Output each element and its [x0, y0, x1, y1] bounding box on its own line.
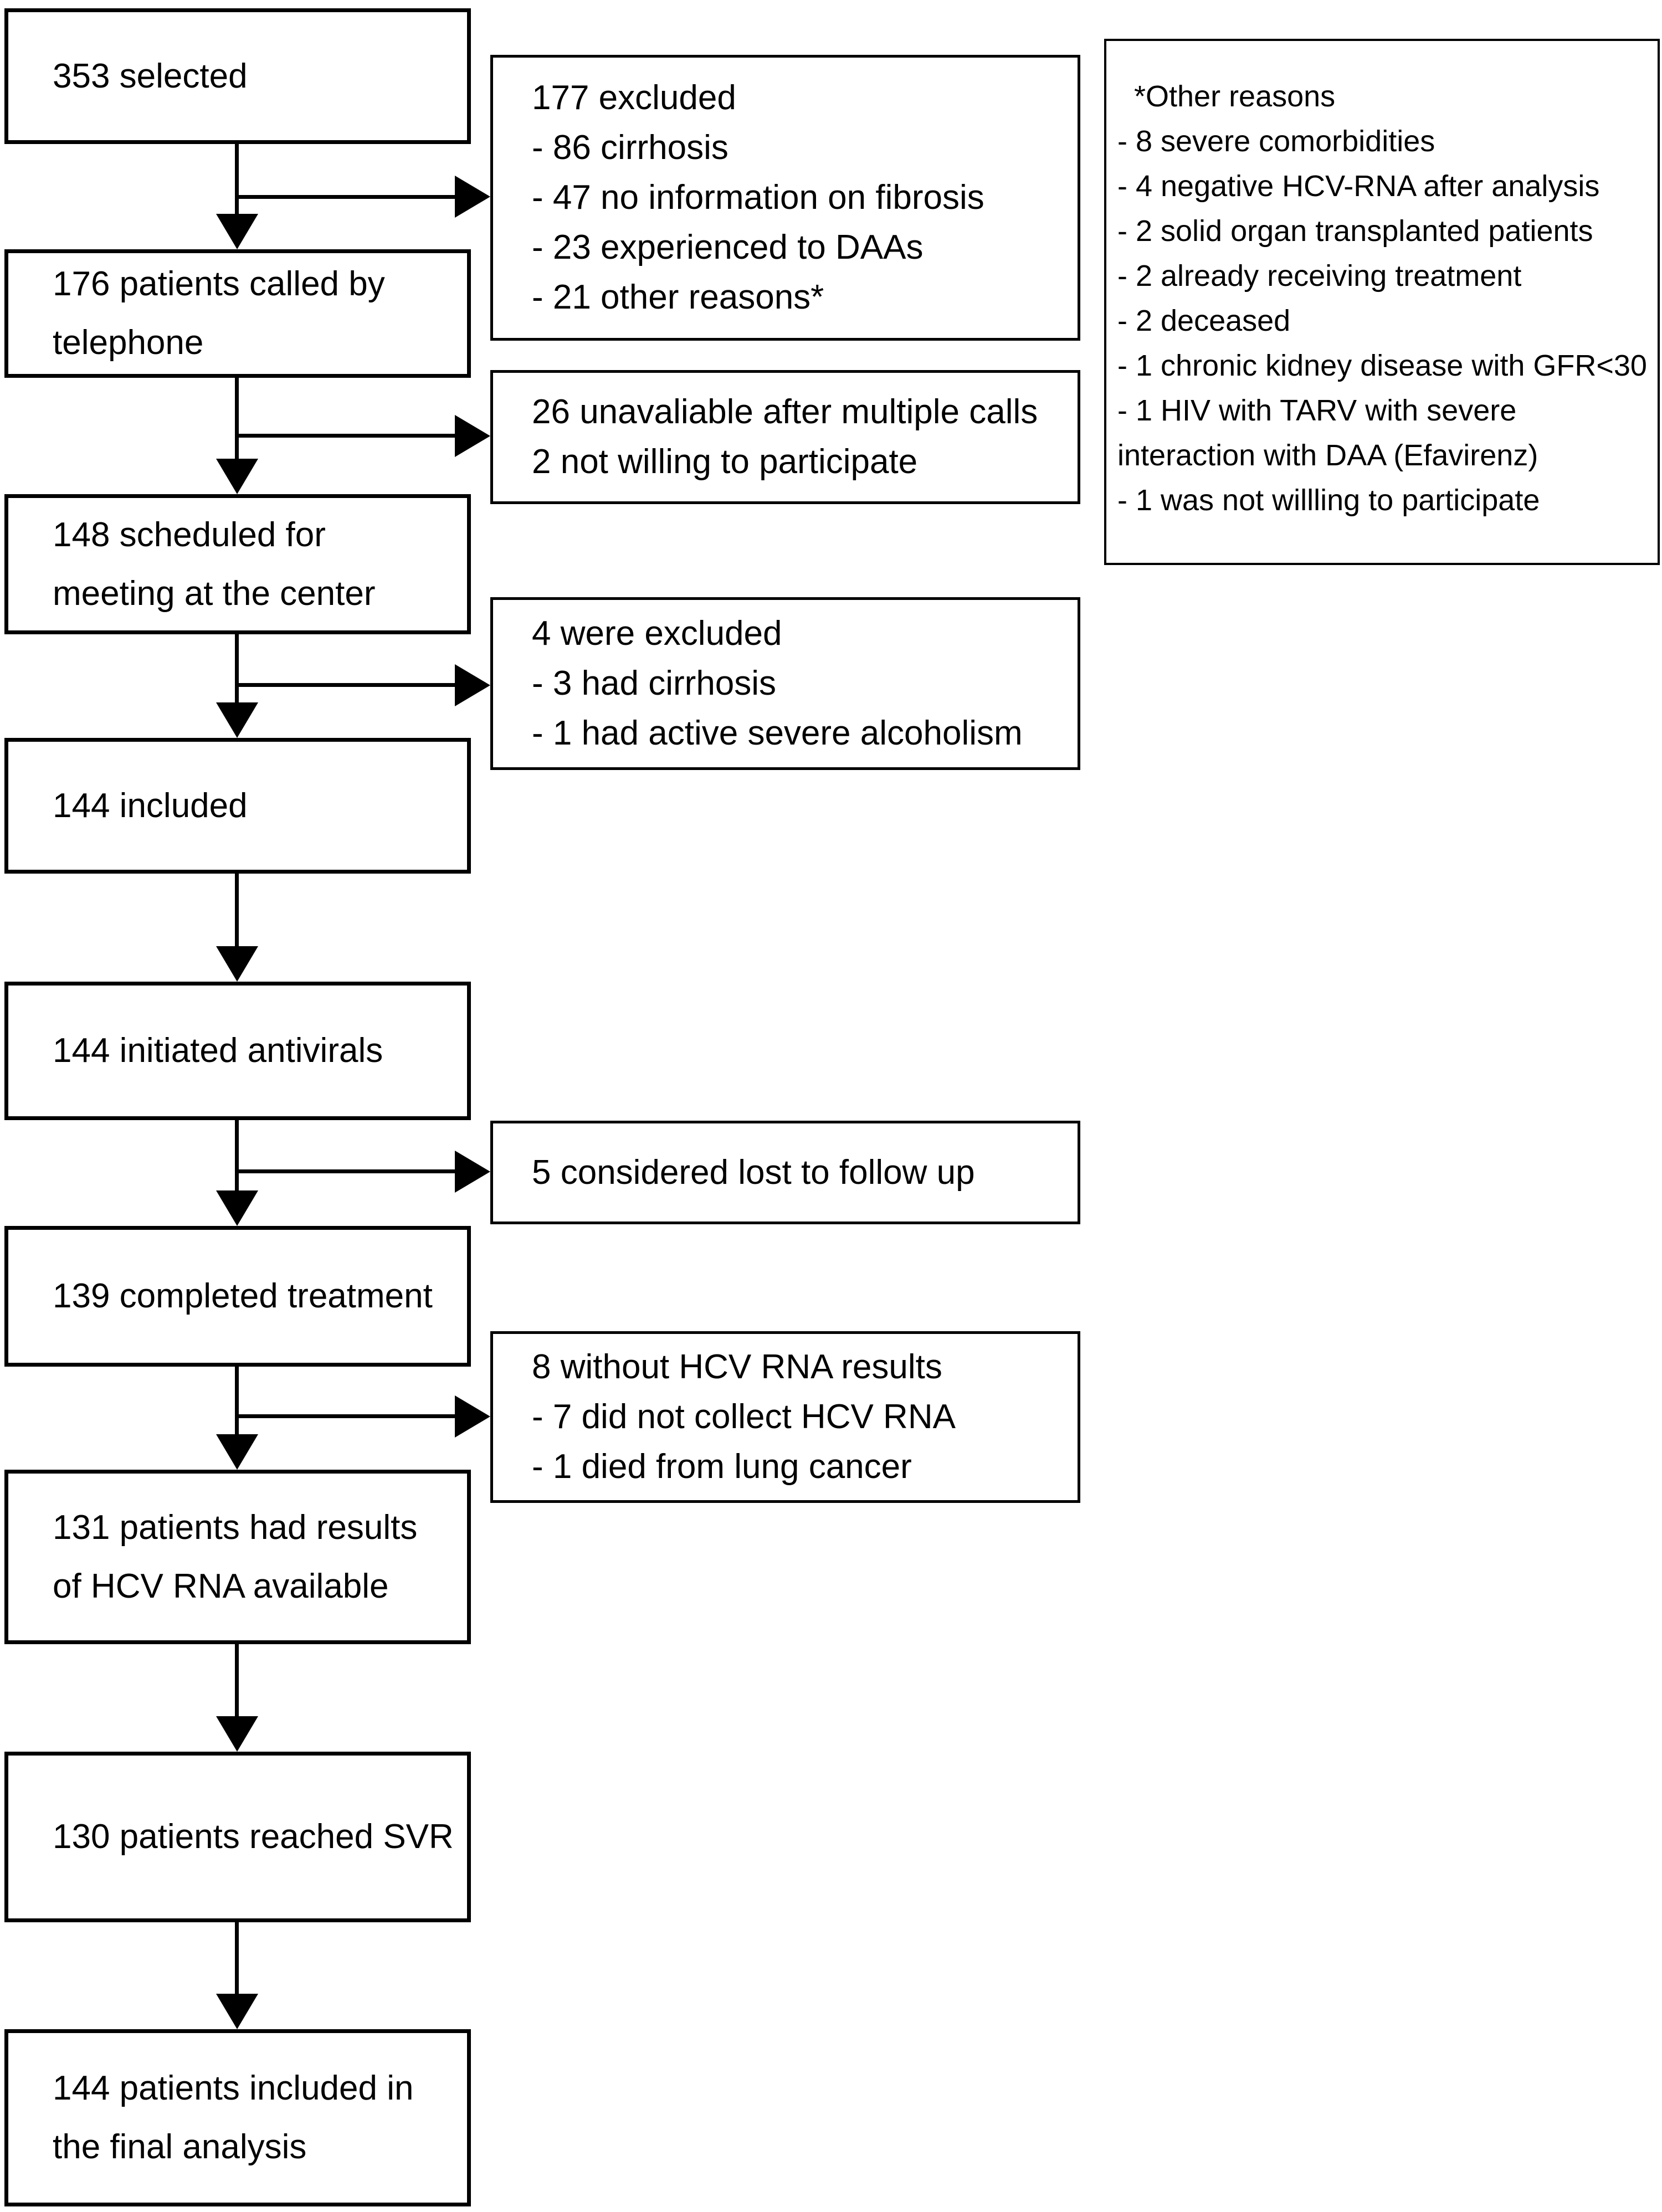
- box-text-line: telephone: [53, 324, 204, 362]
- flow-box-131-hcv-rna-available: 131 patients had results of HCV RNA avai…: [4, 1470, 471, 1644]
- box-text-line: - 86 cirrhosis: [532, 129, 729, 167]
- arrowhead-down-icon: [216, 1190, 258, 1226]
- box-text-line: - 47 no information on fibrosis: [532, 178, 984, 217]
- branch-line: [237, 1414, 455, 1418]
- note-text-line: - 2 deceased: [1117, 304, 1291, 337]
- box-text-line: - 7 did not collect HCV RNA: [532, 1398, 956, 1436]
- flow-box-144-initiated-antivirals: 144 initiated antivirals: [4, 982, 471, 1120]
- note-text-line: interaction with DAA (Efavirenz): [1117, 439, 1538, 472]
- arrowhead-down-icon: [216, 1994, 258, 2029]
- box-text-line: 130 patients reached SVR: [53, 1818, 454, 1856]
- arrowhead-down-icon: [216, 702, 258, 738]
- arrowhead-right-icon: [455, 664, 490, 706]
- arrowhead-down-icon: [216, 1434, 258, 1470]
- note-box-other-reasons: *Other reasons - 8 severe comorbidities …: [1104, 39, 1660, 565]
- note-text-line: - 1 was not willling to participate: [1117, 484, 1540, 517]
- note-text-line: - 2 already receiving treatment: [1117, 259, 1522, 292]
- connector-line: [235, 873, 239, 946]
- note-text-line: *Other reasons: [1134, 80, 1336, 113]
- box-text-line: 2 not willing to participate: [532, 443, 918, 481]
- box-text-line: - 23 experienced to DAAs: [532, 228, 924, 266]
- box-text-line: 144 included: [53, 786, 248, 825]
- connector-line: [235, 633, 239, 702]
- flow-box-144-included: 144 included: [4, 738, 471, 874]
- side-box-177-excluded: 177 excluded - 86 cirrhosis - 47 no info…: [490, 55, 1080, 341]
- flow-box-176-called-by-telephone: 176 patients called by telephone: [4, 249, 471, 378]
- connector-line: [235, 1921, 239, 1994]
- arrowhead-right-icon: [455, 1395, 490, 1438]
- box-text-line: 4 were excluded: [532, 614, 782, 653]
- box-text-line: - 1 died from lung cancer: [532, 1448, 912, 1486]
- connector-line: [235, 377, 239, 459]
- note-text-line: - 2 solid organ transplanted patients: [1117, 214, 1593, 248]
- box-text-line: the final analysis: [53, 2128, 307, 2166]
- flow-box-139-completed-treatment: 139 completed treatment: [4, 1226, 471, 1367]
- branch-line: [237, 1169, 455, 1173]
- arrowhead-right-icon: [455, 176, 490, 218]
- connector-line: [235, 1119, 239, 1190]
- arrowhead-right-icon: [455, 415, 490, 457]
- box-text-line: 176 patients called by: [53, 265, 385, 303]
- side-box-4-were-excluded: 4 were excluded - 3 had cirrhosis - 1 ha…: [490, 597, 1080, 770]
- side-box-26-unavailable: 26 unavaliable after multiple calls 2 no…: [490, 370, 1080, 504]
- branch-line: [237, 195, 455, 199]
- box-text-line: 144 patients included in: [53, 2069, 414, 2107]
- branch-line: [237, 434, 455, 438]
- box-text-line: 8 without HCV RNA results: [532, 1348, 942, 1386]
- box-text-line: 353 selected: [53, 57, 248, 95]
- arrowhead-down-icon: [216, 459, 258, 494]
- branch-line: [237, 683, 455, 687]
- note-text-line: - 1 chronic kidney disease with GFR<30: [1117, 349, 1647, 382]
- box-text-line: 177 excluded: [532, 79, 736, 117]
- arrowhead-down-icon: [216, 946, 258, 982]
- box-text-line: 131 patients had results: [53, 1508, 418, 1547]
- box-text-line: 148 scheduled for: [53, 515, 326, 554]
- note-text-line: - 1 HIV with TARV with severe: [1117, 394, 1517, 427]
- box-text-line: - 21 other reasons*: [532, 278, 824, 316]
- note-text-line: - 4 negative HCV-RNA after analysis: [1117, 170, 1600, 203]
- box-text-line: 5 considered lost to follow up: [532, 1153, 975, 1192]
- arrowhead-right-icon: [455, 1151, 490, 1193]
- box-text-line: 144 initiated antivirals: [53, 1031, 383, 1070]
- box-text-line: - 3 had cirrhosis: [532, 664, 777, 702]
- box-text-line: - 1 had active severe alcoholism: [532, 714, 1023, 752]
- flow-box-130-reached-svr: 130 patients reached SVR: [4, 1752, 471, 1922]
- box-text-line: meeting at the center: [53, 574, 376, 613]
- connector-line: [235, 1643, 239, 1716]
- arrowhead-down-icon: [216, 1716, 258, 1752]
- connector-line: [235, 143, 239, 214]
- arrowhead-down-icon: [216, 214, 258, 249]
- flow-box-148-scheduled: 148 scheduled for meeting at the center: [4, 494, 471, 634]
- note-text-line: - 8 severe comorbidities: [1117, 125, 1435, 158]
- connector-line: [235, 1366, 239, 1434]
- box-text-line: 139 completed treatment: [53, 1277, 433, 1315]
- side-box-8-without-hcv-rna: 8 without HCV RNA results - 7 did not co…: [490, 1331, 1080, 1503]
- side-box-5-lost-to-follow-up: 5 considered lost to follow up: [490, 1121, 1080, 1224]
- flow-box-353-selected: 353 selected: [4, 8, 471, 144]
- flow-box-144-final-analysis: 144 patients included in the final analy…: [4, 2029, 471, 2206]
- box-text-line: 26 unavaliable after multiple calls: [532, 393, 1038, 431]
- box-text-line: of HCV RNA available: [53, 1567, 389, 1605]
